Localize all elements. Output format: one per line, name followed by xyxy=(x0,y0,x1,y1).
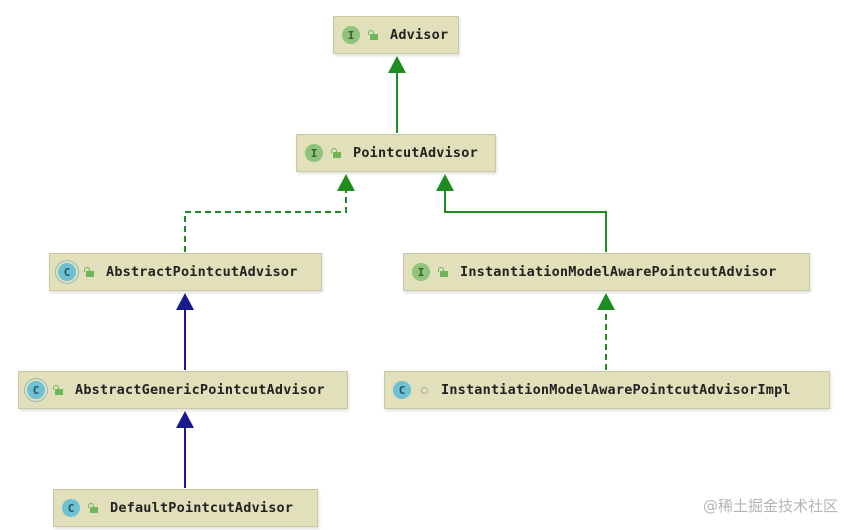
node-label: Advisor xyxy=(390,27,449,43)
node-advisor[interactable]: I Advisor xyxy=(333,16,459,54)
node-label: InstantiationModelAwarePointcutAdvisor xyxy=(460,264,777,280)
arrowhead xyxy=(597,293,615,310)
node-label: InstantiationModelAwarePointcutAdvisorIm… xyxy=(441,382,791,398)
arrowhead xyxy=(337,174,355,191)
node-label: AbstractPointcutAdvisor xyxy=(106,264,298,280)
public-lock-icon xyxy=(368,30,378,40)
node-label: AbstractGenericPointcutAdvisor xyxy=(75,382,325,398)
node-default-pointcut-advisor[interactable]: C DefaultPointcutAdvisor xyxy=(53,489,318,527)
edge-imapa-pointcutadvisor xyxy=(444,190,607,252)
node-abstract-pointcut-advisor[interactable]: C AbstractPointcutAdvisor xyxy=(49,253,322,291)
node-abstract-generic-pointcut-advisor[interactable]: C AbstractGenericPointcutAdvisor xyxy=(18,371,348,409)
interface-icon: I xyxy=(412,263,430,281)
public-lock-icon xyxy=(331,148,341,158)
public-lock-icon xyxy=(438,267,448,277)
interface-icon: I xyxy=(342,26,360,44)
arrowhead xyxy=(176,411,194,428)
node-label: PointcutAdvisor xyxy=(353,145,478,161)
public-lock-icon xyxy=(53,385,63,395)
node-instantiation-model-aware-pointcut-advisor[interactable]: I InstantiationModelAwarePointcutAdvisor xyxy=(403,253,810,291)
arrowhead xyxy=(176,293,194,310)
class-icon: C xyxy=(62,499,80,517)
node-instantiation-model-aware-pointcut-advisor-impl[interactable]: C InstantiationModelAwarePointcutAdvisor… xyxy=(384,371,830,409)
abstract-class-icon: C xyxy=(58,263,76,281)
class-icon: C xyxy=(393,381,411,399)
edge-abstractpointcutadvisor-pointcutadvisor xyxy=(184,190,347,252)
node-pointcut-advisor[interactable]: I PointcutAdvisor xyxy=(296,134,496,172)
watermark: @稀土掘金技术社区 xyxy=(702,497,838,515)
abstract-class-icon: C xyxy=(27,381,45,399)
public-lock-icon xyxy=(84,267,94,277)
arrowhead xyxy=(388,56,406,73)
package-private-icon xyxy=(419,385,429,395)
interface-icon: I xyxy=(305,144,323,162)
public-lock-icon xyxy=(88,503,98,513)
node-label: DefaultPointcutAdvisor xyxy=(110,500,294,516)
arrowhead xyxy=(436,174,454,191)
